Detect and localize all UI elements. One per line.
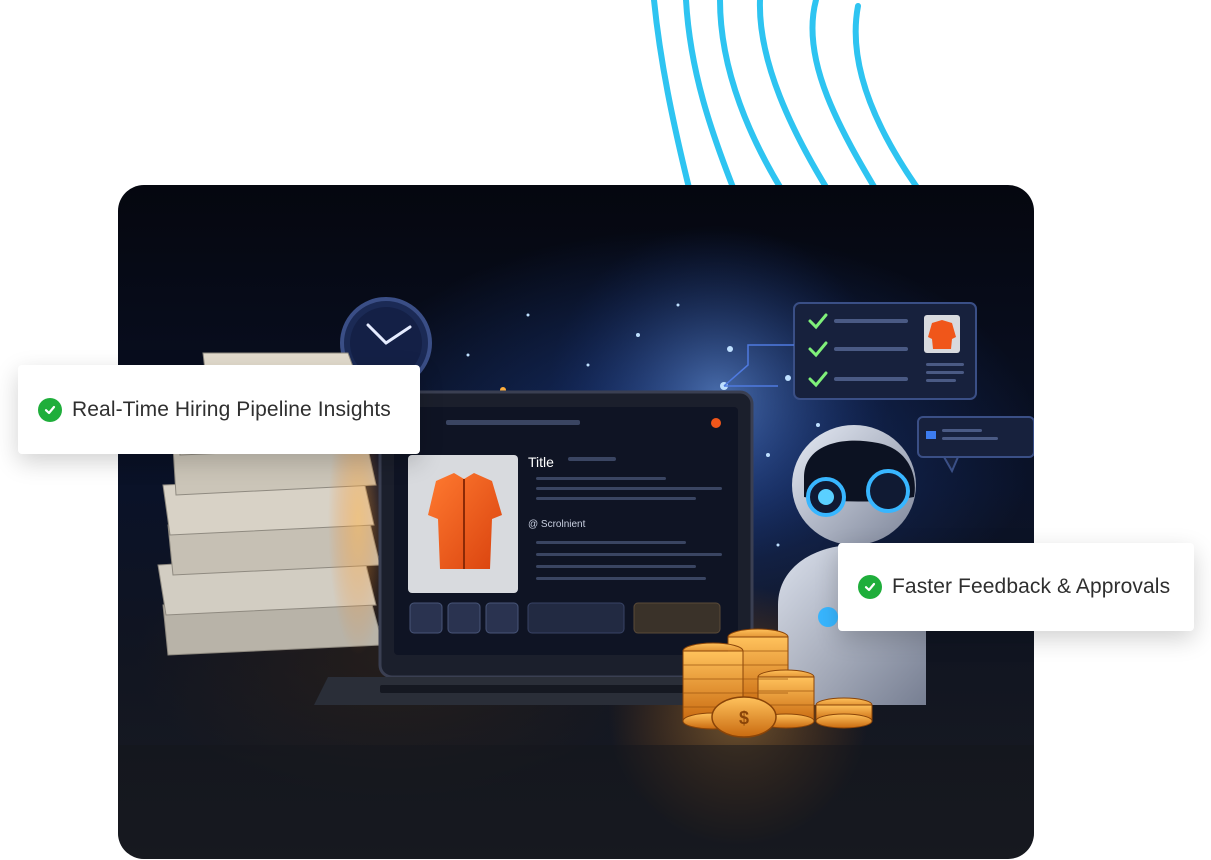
feature-badge-feedback-approvals: Faster Feedback & Approvals	[838, 543, 1194, 631]
robot-figure	[778, 425, 926, 705]
badge-label: Faster Feedback & Approvals	[892, 575, 1171, 598]
checklist-panel	[793, 302, 977, 400]
hero-illustration-card: Title @ Scrolnient	[118, 185, 1034, 859]
chat-bubble	[917, 416, 1034, 474]
check-circle-icon	[858, 575, 882, 599]
feature-badge-pipeline-insights: Real-Time Hiring Pipeline Insights	[18, 365, 420, 454]
badge-label: Real-Time Hiring Pipeline Insights	[72, 397, 391, 421]
check-circle-icon	[38, 397, 62, 422]
dollar-icon: $	[739, 708, 749, 728]
screen-subtitle: @ Scrolnient	[528, 519, 586, 530]
wave-lines-decoration	[651, 0, 929, 200]
screen-title: Title	[528, 454, 554, 470]
hero-illustration: Title @ Scrolnient	[118, 225, 1034, 859]
coin-stacks: $	[682, 628, 873, 738]
laptop: Title @ Scrolnient	[314, 390, 818, 705]
